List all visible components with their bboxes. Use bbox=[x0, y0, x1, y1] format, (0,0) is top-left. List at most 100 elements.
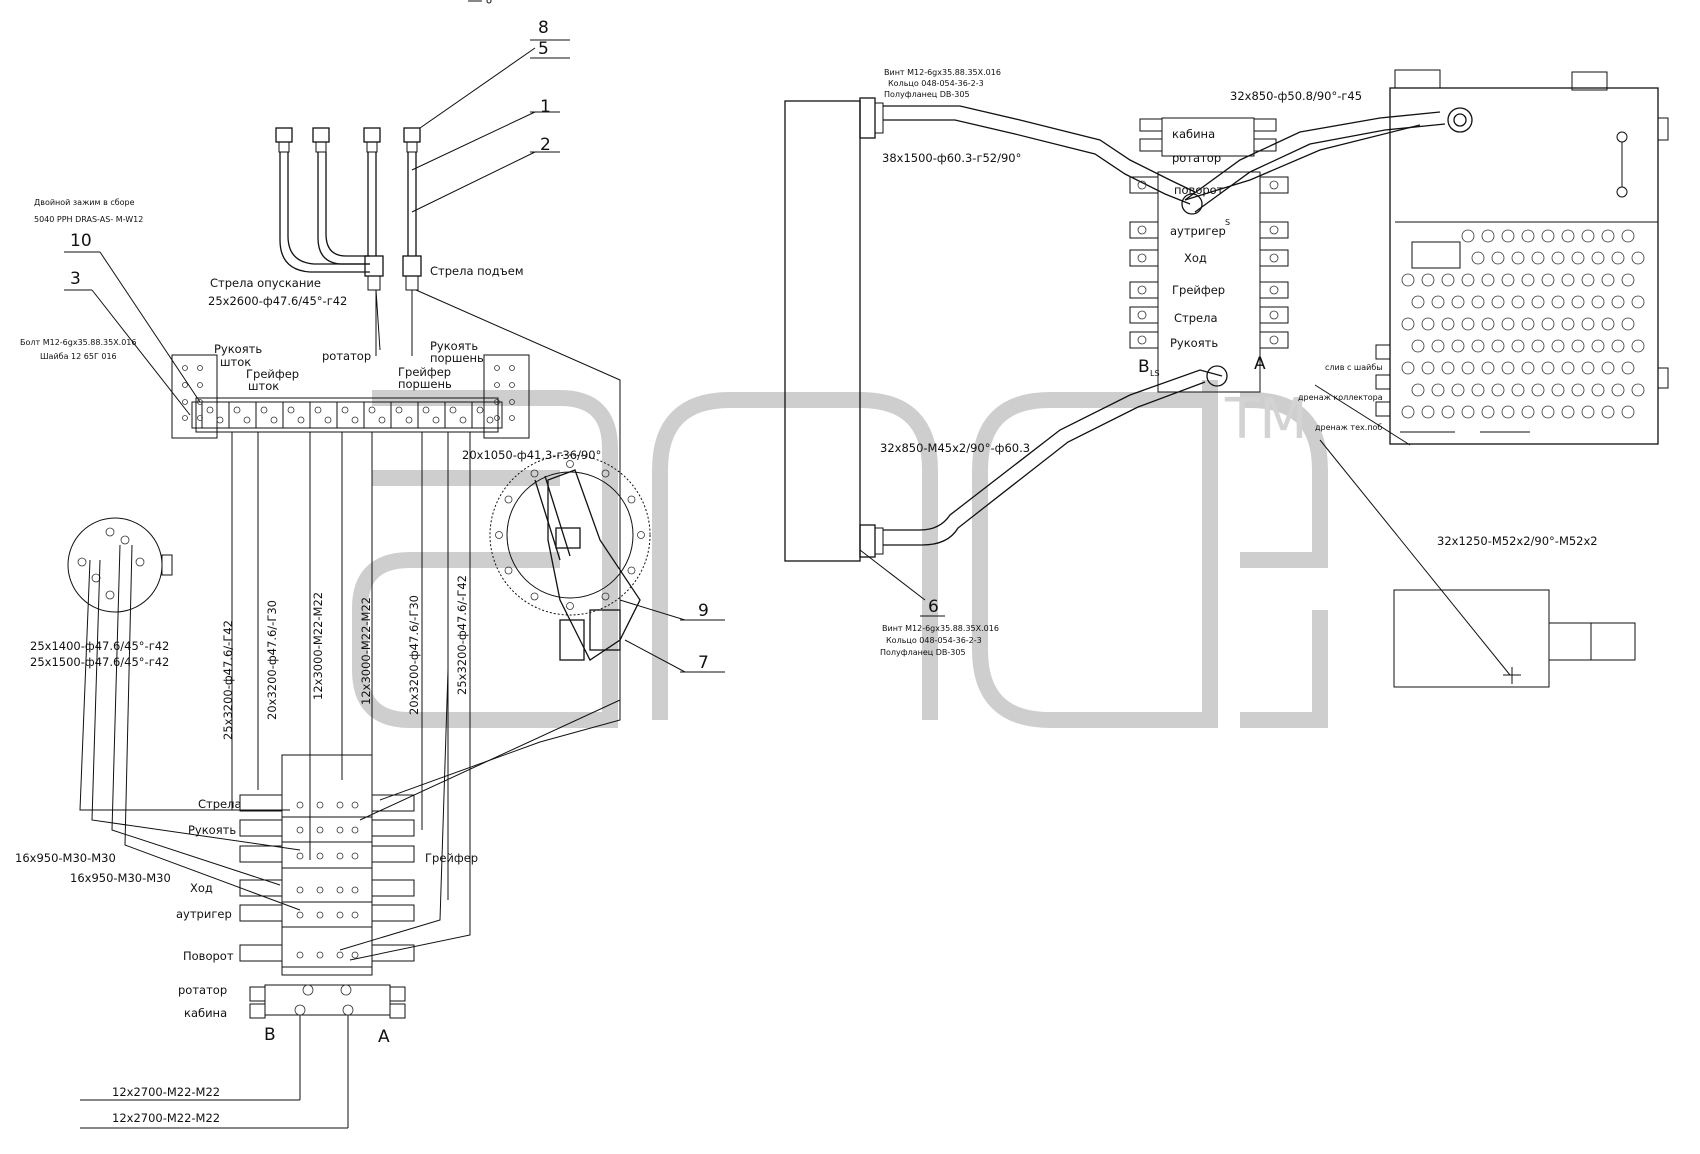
tank-hole bbox=[1581, 273, 1595, 287]
port-right-B: B bbox=[1138, 357, 1150, 377]
valve-right-port bbox=[1129, 176, 1159, 194]
tank-hole bbox=[1401, 317, 1415, 331]
turret-hole bbox=[105, 527, 115, 537]
clamp-hole bbox=[297, 416, 305, 424]
valve-left-label-1: Рукоять bbox=[188, 823, 236, 837]
label-v5: 20x3200-ф47.6/-Г30 bbox=[407, 595, 421, 715]
tank-hole bbox=[1431, 383, 1445, 397]
tank-hole bbox=[1461, 405, 1475, 419]
tank-hole bbox=[1531, 339, 1545, 353]
valve-left-label-2: Грейфер bbox=[425, 851, 478, 865]
tank-hole bbox=[1421, 405, 1435, 419]
tank-hole bbox=[1561, 361, 1575, 375]
tank-hole bbox=[1401, 405, 1415, 419]
tank-hole bbox=[1591, 251, 1605, 265]
valve-left-hole bbox=[316, 951, 324, 959]
clamp-hole bbox=[486, 416, 494, 424]
callout-8: 8 bbox=[538, 18, 549, 38]
tank-hole bbox=[1441, 317, 1455, 331]
valve-left-port bbox=[371, 904, 415, 922]
clamp-hole bbox=[351, 416, 359, 424]
tank-hole bbox=[1601, 273, 1615, 287]
tank-hole bbox=[1411, 295, 1425, 309]
tank-hole bbox=[1601, 361, 1615, 375]
tank-hole bbox=[1631, 295, 1645, 309]
tank-hole bbox=[1541, 361, 1555, 375]
callout-1: 1 bbox=[540, 97, 551, 117]
tank-hole bbox=[1551, 295, 1565, 309]
valve-left-port bbox=[249, 1003, 266, 1019]
tank-hole bbox=[1481, 405, 1495, 419]
right-pipes bbox=[883, 105, 1473, 546]
clamp-hole bbox=[459, 416, 467, 424]
tank-hole bbox=[1631, 251, 1645, 265]
valve-left-hole bbox=[351, 801, 359, 809]
tank-hole bbox=[1561, 405, 1575, 419]
tank-hole bbox=[1551, 339, 1565, 353]
label-grab-piston-2: поршень bbox=[398, 377, 452, 391]
valve-left-label-5: Поворот bbox=[183, 949, 234, 963]
valve-left-port bbox=[371, 819, 415, 837]
label-hose-l1: 25x1400-ф47.6/45°-г42 bbox=[30, 639, 169, 653]
vertical-hoses bbox=[79, 289, 621, 961]
tank-hole bbox=[1501, 317, 1515, 331]
turret-hole bbox=[77, 557, 87, 567]
tank-hole bbox=[1611, 295, 1625, 309]
clamp-hole bbox=[422, 406, 430, 414]
tank-hole bbox=[1491, 295, 1505, 309]
valve-left-hole bbox=[316, 911, 324, 919]
tank-hole bbox=[1511, 383, 1525, 397]
tank-hole bbox=[1441, 405, 1455, 419]
label-hose-tank: 32x850-ф50.8/90°-г45 bbox=[1230, 89, 1362, 103]
tank-hole bbox=[1491, 339, 1505, 353]
valve-left-hole bbox=[316, 886, 324, 894]
plate-hole bbox=[182, 365, 188, 371]
label-hose-pressure: 38x1500-ф60.3-г52/90° bbox=[882, 151, 1021, 165]
turret-circle bbox=[67, 517, 173, 613]
callout-5: 5 bbox=[538, 39, 549, 59]
tank-hole bbox=[1581, 405, 1595, 419]
clamp-hole bbox=[270, 416, 278, 424]
tank-hole bbox=[1621, 317, 1635, 331]
plate-hole bbox=[182, 399, 188, 405]
valve-right-hole bbox=[1137, 253, 1147, 263]
valve-block-right bbox=[1129, 117, 1289, 393]
label-bolt-line2: Шайба 12 65Г 016 bbox=[40, 352, 117, 361]
plate-hole bbox=[494, 382, 500, 388]
tank-hole bbox=[1431, 295, 1445, 309]
valve-right-port bbox=[1253, 118, 1277, 132]
callout-7: 7 bbox=[698, 653, 709, 673]
valve-right-label-4: Ход bbox=[1184, 251, 1207, 265]
tank-hole bbox=[1461, 317, 1475, 331]
tank-hole bbox=[1441, 273, 1455, 287]
valve-right-port bbox=[1259, 249, 1289, 267]
valve-left-hole bbox=[316, 852, 324, 860]
swivel-bolt bbox=[504, 566, 513, 575]
tank-hole bbox=[1541, 273, 1555, 287]
pump-box bbox=[1393, 589, 1636, 688]
tank-hole bbox=[1521, 361, 1535, 375]
screw-top-2: Кольцо 048-054-36-2-3 bbox=[888, 79, 984, 88]
tank-hole bbox=[1571, 383, 1585, 397]
label-v1: 25x3200-ф47.6/-Г42 bbox=[221, 620, 235, 740]
tank-hole bbox=[1491, 251, 1505, 265]
label-grab-rod-2: шток bbox=[248, 379, 279, 393]
watermark-logo: TM bbox=[352, 380, 1328, 728]
valve-left-label-6: ротатор bbox=[178, 983, 227, 997]
valve-left-hole bbox=[336, 911, 344, 919]
valve-left-hole bbox=[296, 951, 304, 959]
valve-right-port bbox=[1259, 221, 1289, 239]
tank-hole bbox=[1461, 229, 1475, 243]
valve-left-port bbox=[239, 904, 283, 922]
label-drain-1: слив с шайбы bbox=[1325, 363, 1383, 372]
label-clamp-line1: Двойной зажим в сборе bbox=[34, 198, 135, 207]
tank-hole bbox=[1601, 229, 1615, 243]
valve-left-hole bbox=[336, 886, 344, 894]
tank-hole bbox=[1571, 295, 1585, 309]
label-stick-rod-2: шток bbox=[220, 355, 251, 369]
tank-hole bbox=[1511, 339, 1525, 353]
tank-hole bbox=[1481, 273, 1495, 287]
swivel-bolt bbox=[566, 602, 574, 610]
label-rotator-top: ротатор bbox=[322, 349, 371, 363]
